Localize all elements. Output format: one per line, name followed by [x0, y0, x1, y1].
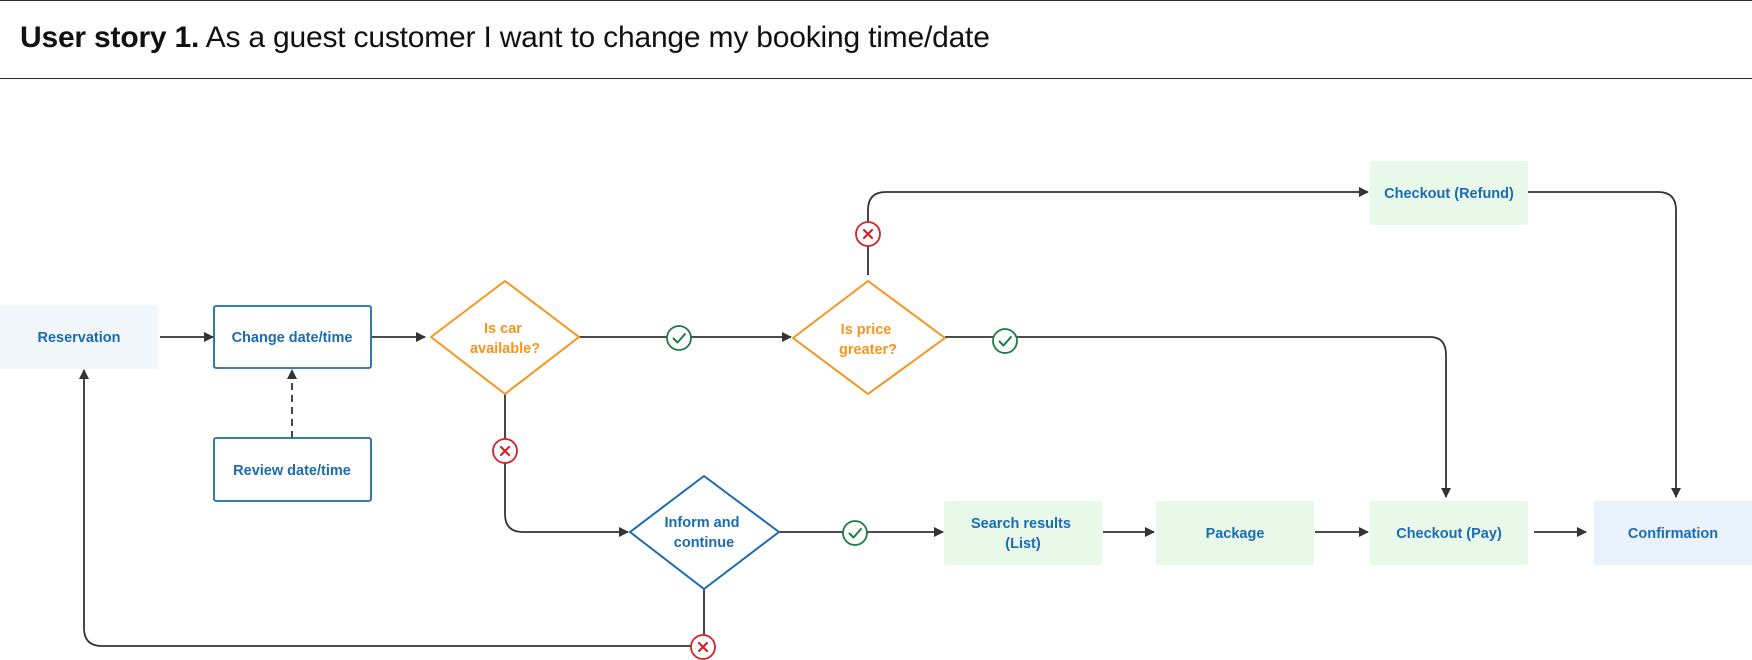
car-available-line-2: available? — [470, 341, 540, 357]
connector-inform-reservation — [79, 369, 705, 647]
story-text: As a guest customer I want to change my … — [205, 21, 990, 54]
story-label: User story 1. — [20, 21, 200, 54]
check-icon — [992, 328, 1018, 354]
reservation-node: Reservation — [0, 305, 158, 369]
review-date-node: Review date/time — [213, 437, 372, 502]
price-greater-line-1: Is price — [841, 322, 892, 338]
reservation-label: Reservation — [37, 330, 120, 346]
checkout-pay-node: Checkout (Pay) — [1370, 501, 1528, 565]
header: User story 1. As a guest customer I want… — [0, 1, 1752, 79]
cross-icon — [855, 221, 881, 247]
search-results-node: Search results (List) — [944, 501, 1102, 565]
checkout-refund-node: Checkout (Refund) — [1370, 161, 1528, 225]
page-title: User story 1. As a guest customer I want… — [20, 21, 990, 55]
search-results-line-1: Search results — [971, 516, 1071, 532]
package-label: Package — [1206, 526, 1265, 542]
change-date-node: Change date/time — [213, 305, 372, 369]
svg-text:Is car available?: Is car available? — [470, 321, 540, 357]
price-greater-decision: Is price greater? — [792, 280, 946, 395]
connector-car-inform — [504, 394, 629, 537]
check-icon — [666, 325, 692, 351]
checkout-pay-label: Checkout (Pay) — [1396, 526, 1502, 542]
inform-line-1: Inform and — [665, 515, 740, 531]
confirmation-label: Confirmation — [1628, 526, 1718, 542]
inform-decision: Inform and continue — [629, 475, 780, 590]
cross-icon — [690, 634, 716, 660]
confirmation-node: Confirmation — [1594, 501, 1752, 565]
search-results-line-2: (List) — [1005, 536, 1041, 552]
svg-text:Search results (List): Search results (List) — [971, 516, 1075, 552]
package-node: Package — [1156, 501, 1314, 565]
price-greater-line-2: greater? — [839, 342, 897, 358]
top-rule — [0, 0, 1752, 1]
checkout-refund-label: Checkout (Refund) — [1384, 186, 1514, 202]
change-date-label: Change date/time — [232, 330, 353, 346]
inform-line-2: continue — [674, 535, 734, 551]
check-icon — [842, 520, 868, 546]
connector-price-checkout-refund — [867, 187, 1369, 275]
connector-refund-confirmation — [1528, 191, 1681, 498]
car-available-decision: Is car available? — [430, 280, 580, 395]
cross-icon — [492, 438, 518, 464]
car-available-line-1: Is car — [484, 321, 522, 337]
svg-text:Inform and continue: Inform and continue — [665, 515, 744, 551]
svg-text:Is price greater?: Is price greater? — [839, 322, 897, 358]
review-date-label: Review date/time — [233, 463, 351, 479]
connector-price-checkout-pay — [945, 336, 1451, 498]
